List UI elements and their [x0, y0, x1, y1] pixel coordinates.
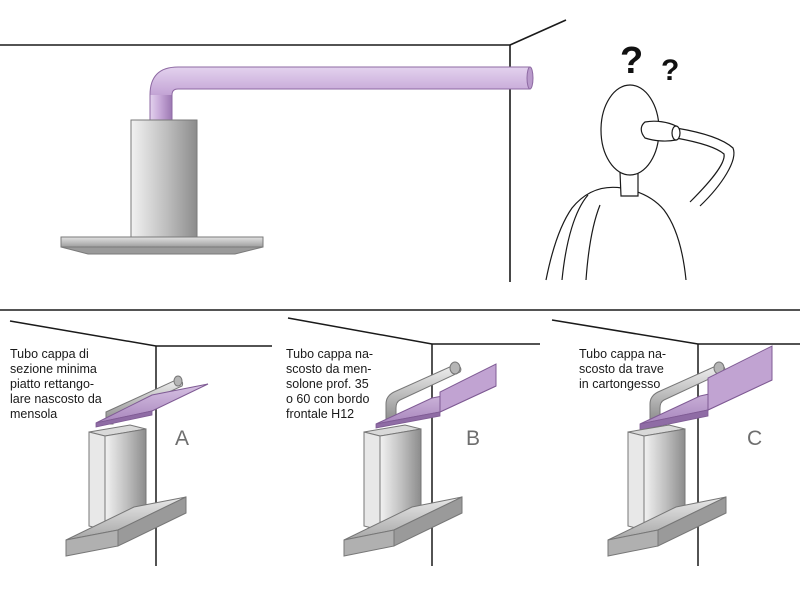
panel-c-beam: [639, 345, 773, 431]
panel-a-label: A: [175, 427, 190, 450]
panel-a: [9, 320, 272, 566]
panel-a-base: [65, 496, 187, 557]
hood-chimney: [130, 119, 198, 239]
hood-canopy: [60, 236, 264, 255]
panel-b-caption: Tubo cappa na- scosto da men- solone pro…: [286, 347, 374, 421]
panel-a-shelf: [95, 383, 209, 428]
panel-c: [551, 319, 800, 566]
panel-b-base: [343, 496, 463, 557]
panel-c-hood: [627, 424, 686, 531]
confused-person: [545, 84, 735, 281]
ceiling-corner-line: [509, 19, 567, 46]
panel-b-label: B: [466, 427, 481, 450]
panel-a-ceiling-line: [9, 320, 157, 347]
panel-b: [287, 317, 540, 566]
hood-duct: [149, 66, 534, 123]
panel-a-hood: [88, 424, 147, 531]
question-mark-small: ?: [661, 54, 680, 87]
panel-b-pipe: [385, 361, 462, 425]
panel-c-caption: Tubo cappa na- scosto da trave in carton…: [579, 347, 667, 391]
panel-c-label: C: [747, 427, 763, 450]
panel-a-caption: Tubo cappa di sezione minima piatto rett…: [10, 347, 102, 421]
panel-c-base: [607, 496, 727, 557]
question-mark-large: ?: [620, 40, 644, 82]
panel-c-ceiling-line: [551, 319, 699, 345]
top-scene: [0, 19, 735, 282]
panel-b-ceiling-line: [287, 317, 433, 345]
panel-b-shelf: [375, 363, 497, 429]
